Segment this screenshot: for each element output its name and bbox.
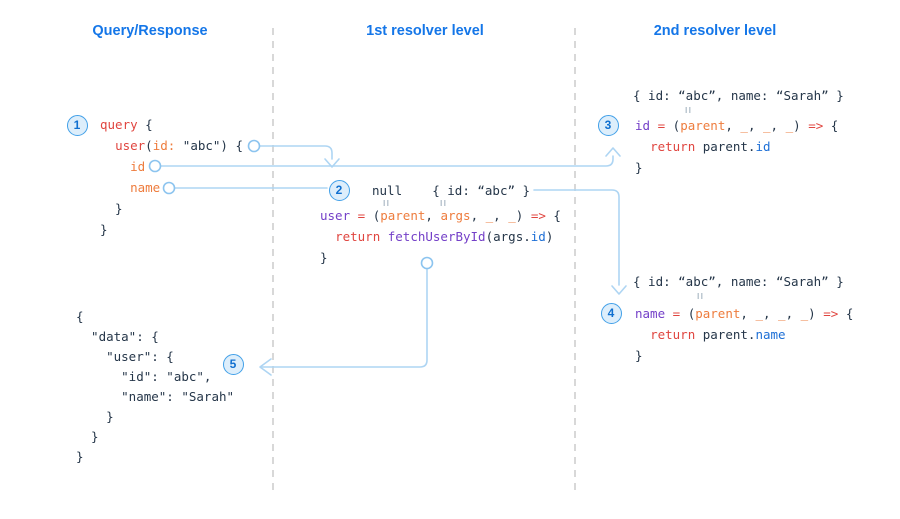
user-resolver-code: user = (parent, args, _, _) => { return …	[320, 205, 561, 268]
graphql-query-code: query { user(id: "abc") { id name }}	[100, 114, 243, 240]
step-5-badge: 5	[222, 353, 244, 375]
code-line: "user": {	[76, 349, 174, 364]
id-resolver-parent-object: { id: “abc”, name: “Sarah” }	[633, 85, 844, 106]
json-response-code: { "data": { "user": { "id": "abc", "name…	[76, 307, 234, 467]
code-line: name = (parent, _, _, _) => {	[635, 306, 854, 321]
code-line: }	[76, 409, 114, 424]
code-line: }	[635, 160, 643, 175]
code-line: { id: “abc”, name: “Sarah” }	[633, 88, 844, 103]
maps-to-mark	[697, 293, 703, 299]
code-line: name	[130, 180, 161, 195]
resolver1-arguments: null { id: “abc” }	[372, 180, 530, 201]
code-line: {	[76, 309, 84, 324]
code-line: { id: “abc”, name: “Sarah” }	[633, 274, 844, 289]
code-line: user(id: "abc") {	[115, 138, 244, 153]
arrow-left-head-icon	[259, 358, 272, 376]
code-line: "id": "abc",	[76, 369, 212, 384]
step-4-badge: 4	[600, 302, 622, 324]
code-line: }	[100, 201, 123, 216]
code-line: return fetchUserById(args.id)	[335, 229, 554, 244]
code-line: user = (parent, args, _, _) => {	[320, 208, 561, 223]
code-line: }	[76, 449, 84, 464]
code-line: }	[100, 222, 108, 237]
column-header-query-response: Query/Response	[92, 23, 208, 39]
column-header-second-resolver-level: 2nd resolver level	[653, 23, 777, 39]
maps-to-mark	[383, 200, 389, 206]
code-line: query {	[100, 117, 153, 132]
arrow-down-head-icon	[611, 285, 627, 295]
maps-to-mark	[440, 200, 446, 206]
step-3-badge: 3	[597, 114, 619, 136]
code-line: }	[635, 348, 643, 363]
connection-point-resolver-output	[420, 256, 434, 270]
column-divider	[272, 28, 274, 496]
code-line: return parent.id	[650, 139, 771, 154]
code-line: null { id: “abc” }	[372, 183, 531, 198]
id-resolver-code: id = (parent, _, _, _) => { return paren…	[635, 115, 838, 178]
connection-point-user	[247, 139, 261, 153]
column-divider	[574, 28, 576, 496]
column-header-first-resolver-level: 1st resolver level	[366, 23, 484, 39]
code-line: "name": "Sarah"	[76, 389, 235, 404]
code-line: return parent.name	[650, 327, 786, 342]
step-1-badge: 1	[66, 114, 88, 136]
code-line: id = (parent, _, _, _) => {	[635, 118, 839, 133]
arrow-resolver-to-response	[261, 268, 428, 368]
code-line: "data": {	[76, 329, 159, 344]
step-2-badge: 2	[328, 179, 350, 201]
arrow-id-field-to-id-resolver	[160, 155, 614, 167]
code-line: id	[130, 159, 146, 174]
arrow-user-field-to-resolver	[259, 145, 333, 160]
arrow-up-head-icon	[605, 147, 621, 157]
arrow-parent-object-to-name-resolver	[533, 189, 620, 286]
arrow-down-head-icon	[324, 158, 340, 168]
maps-to-mark	[685, 107, 691, 113]
name-resolver-code: name = (parent, _, _, _) => { return par…	[635, 303, 853, 366]
code-line: }	[320, 250, 328, 265]
name-resolver-parent-object: { id: “abc”, name: “Sarah” }	[633, 271, 844, 292]
code-line: }	[76, 429, 99, 444]
connection-point-id	[148, 159, 162, 173]
connection-point-name	[162, 181, 176, 195]
